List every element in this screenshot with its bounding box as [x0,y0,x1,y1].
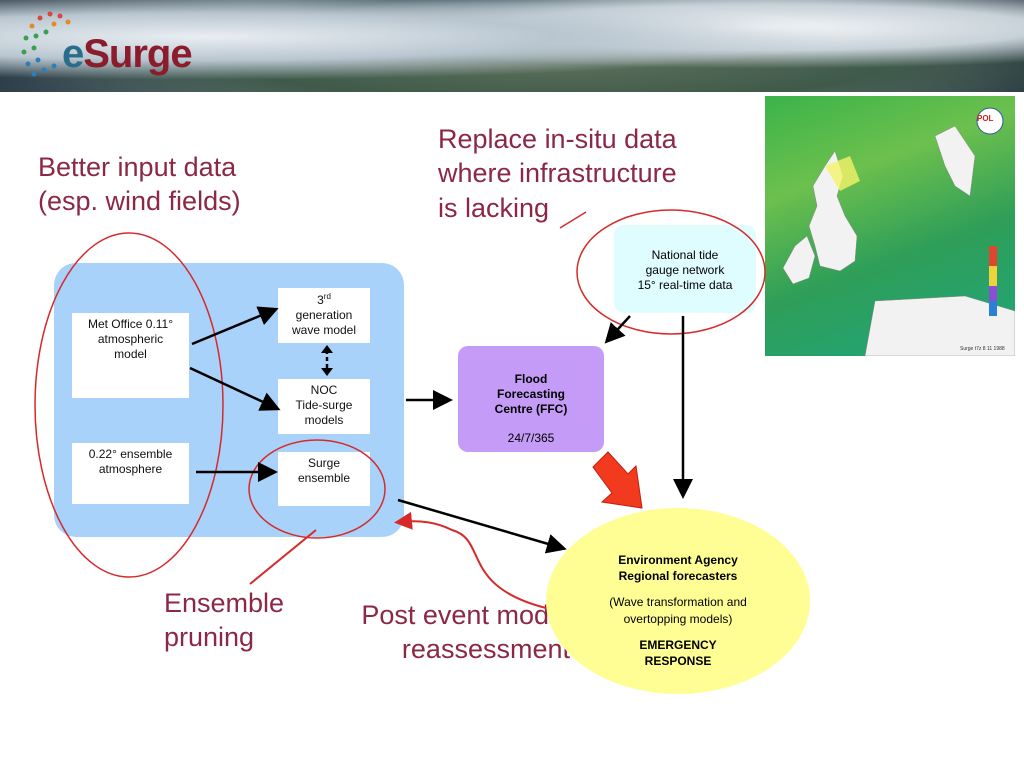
map-drawing [782,107,1015,356]
noc-tide-surge-box: NOC Tide-surge models [278,379,370,434]
surge-map-image: POL Surge t7z 8 11 1988 [765,96,1015,356]
ensemble-atmosphere-box: 0.22° ensemble atmosphere [72,443,189,504]
callout-better-input: Better input data (esp. wind fields) [38,152,241,217]
callout-replace-insitu: Replace in-situ data where infrastructur… [438,124,677,223]
esurge-logo-text: eSurge [62,32,193,76]
ffc-to-ea-block-arrow [592,451,643,509]
surge-ensemble-box: Surge ensemble [278,452,370,506]
arrow-tide-to-ffc [604,315,631,344]
feedback-curved-arrow [394,511,547,609]
environment-agency-ellipse: Environment Agency Regional forecasters … [546,508,810,694]
pol-badge: POL [977,114,994,123]
callout-post-event: Post event model reassessment [361,600,570,665]
header-banner: eSurge [0,0,1024,92]
wave-model-box: 3rd generation wave model [278,288,370,343]
met-office-box: Met Office 0.11° atmospheric model [72,313,189,398]
ffc-box: Flood Forecasting Centre (FFC) 24/7/365 [458,346,604,452]
esurge-logo-dots [21,11,71,77]
pointer-ensemble-pruning [249,529,317,585]
tide-gauge-box: National tide gauge network 15° real-tim… [614,225,756,313]
arrow-panel-to-ea [397,498,567,554]
map-footer: Surge t7z 8 11 1988 [960,346,1005,352]
callout-ensemble-pruning: Ensemble pruning [164,588,285,653]
